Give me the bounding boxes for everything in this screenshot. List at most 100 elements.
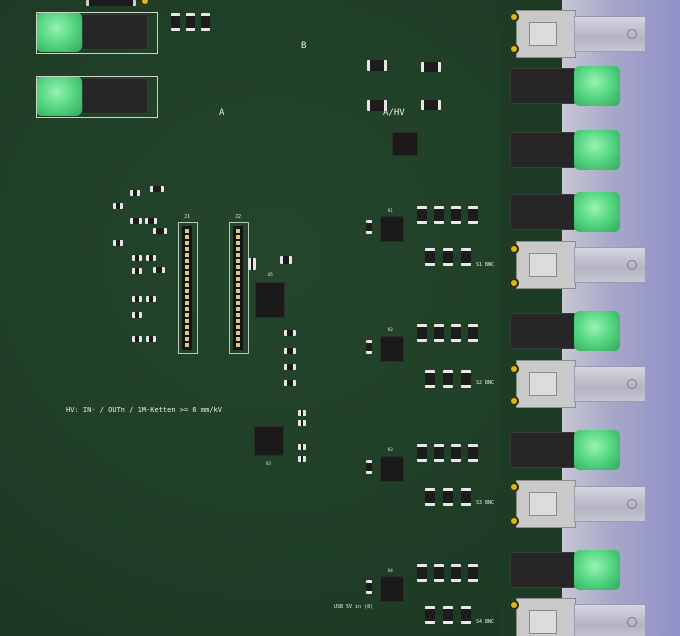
capacitor [132,296,142,302]
resistor [434,564,444,582]
board-label-a: A [219,108,225,118]
capacitor [113,240,123,246]
header-pin [236,271,240,275]
header-pin [236,343,240,347]
board-label-ahv: A/HV [383,108,405,118]
led-jack-top-left-2 [36,76,158,118]
bnc-base [516,241,576,289]
header-j2-outline [229,222,249,354]
header-pin [185,331,189,335]
header-pin [185,319,189,323]
capacitor [366,460,372,474]
ic-u3 [254,426,284,456]
capacitor [146,336,156,342]
led-green-icon [574,311,620,351]
header-pin [236,301,240,305]
resistor [461,370,471,388]
header-pin [185,247,189,251]
header-pin [236,313,240,317]
capacitor [132,312,142,318]
resistor [417,444,427,462]
capacitor [153,267,165,273]
resistor [443,370,453,388]
header-pin [185,295,189,299]
bnc-barrel [574,604,646,636]
header-pin [185,253,189,257]
capacitor [248,258,256,270]
resistor [201,13,210,31]
jack-body [510,432,576,468]
capacitor [146,255,156,261]
header-pin [236,229,240,233]
resistor [468,206,478,224]
header-pin [185,229,189,233]
bnc-pad [509,396,519,406]
led-green-icon [574,430,620,470]
header-pin [185,343,189,347]
label-s3-bnc: S3 BNC [476,500,495,506]
header-pin [236,259,240,263]
bnc-barrel [574,486,646,522]
header-pin [185,325,189,329]
led-jack-right-1 [510,66,622,106]
capacitor [298,420,306,426]
resistor [451,324,461,342]
resistor [451,564,461,582]
bnc-pad [509,516,519,526]
bnc-pad [509,44,519,54]
header-pin [236,307,240,311]
resistor [284,348,296,354]
capacitor [366,220,372,234]
header-pin [185,313,189,317]
resistor [425,488,435,506]
board-label-b: B [301,41,307,51]
ic-k4 [380,576,404,602]
resistor [417,206,427,224]
capacitor [153,228,167,234]
jack-body [510,552,576,588]
bnc-base [516,598,576,636]
refdes-j1: J1 [184,214,191,220]
capacitor [280,256,292,264]
header-pin [185,265,189,269]
capacitor [146,296,156,302]
led-jack-right-6 [510,550,622,590]
bnc-base [516,480,576,528]
resistor [425,370,435,388]
header-pin [236,283,240,287]
bnc-barrel [574,247,646,283]
jack-body [510,132,576,168]
bnc-pad [509,364,519,374]
bnc-pad [509,482,519,492]
header-pin [185,235,189,239]
resistor [425,248,435,266]
led-jack-right-2 [510,130,622,170]
jack-outline [36,12,158,54]
resistor [367,100,387,111]
capacitor [366,340,372,354]
jack-body [510,194,576,230]
header-pin [236,265,240,269]
led-green-icon [574,550,620,590]
refdes-k1: K1 [388,208,393,213]
header-pin [185,241,189,245]
refdes-j2: J2 [235,214,242,220]
led-green-icon [36,76,82,116]
resistor [468,444,478,462]
header-pin [236,247,240,251]
header-pin [185,337,189,341]
resistor [468,324,478,342]
ic-soic-top [392,132,418,156]
led-green-icon [574,130,620,170]
refdes-u5: U5 [268,272,273,277]
hv-clearance-note: HV: IN- / OUTn / 1M-Ketten >= 6 mm/kV [66,406,222,414]
led-green-icon [574,192,620,232]
bnc-pad [509,12,519,22]
refdes-k3: K3 [388,447,393,452]
resistor [284,380,296,386]
header-pin [236,319,240,323]
bnc-barrel [574,16,646,52]
capacitor [298,444,306,450]
resistor [417,324,427,342]
